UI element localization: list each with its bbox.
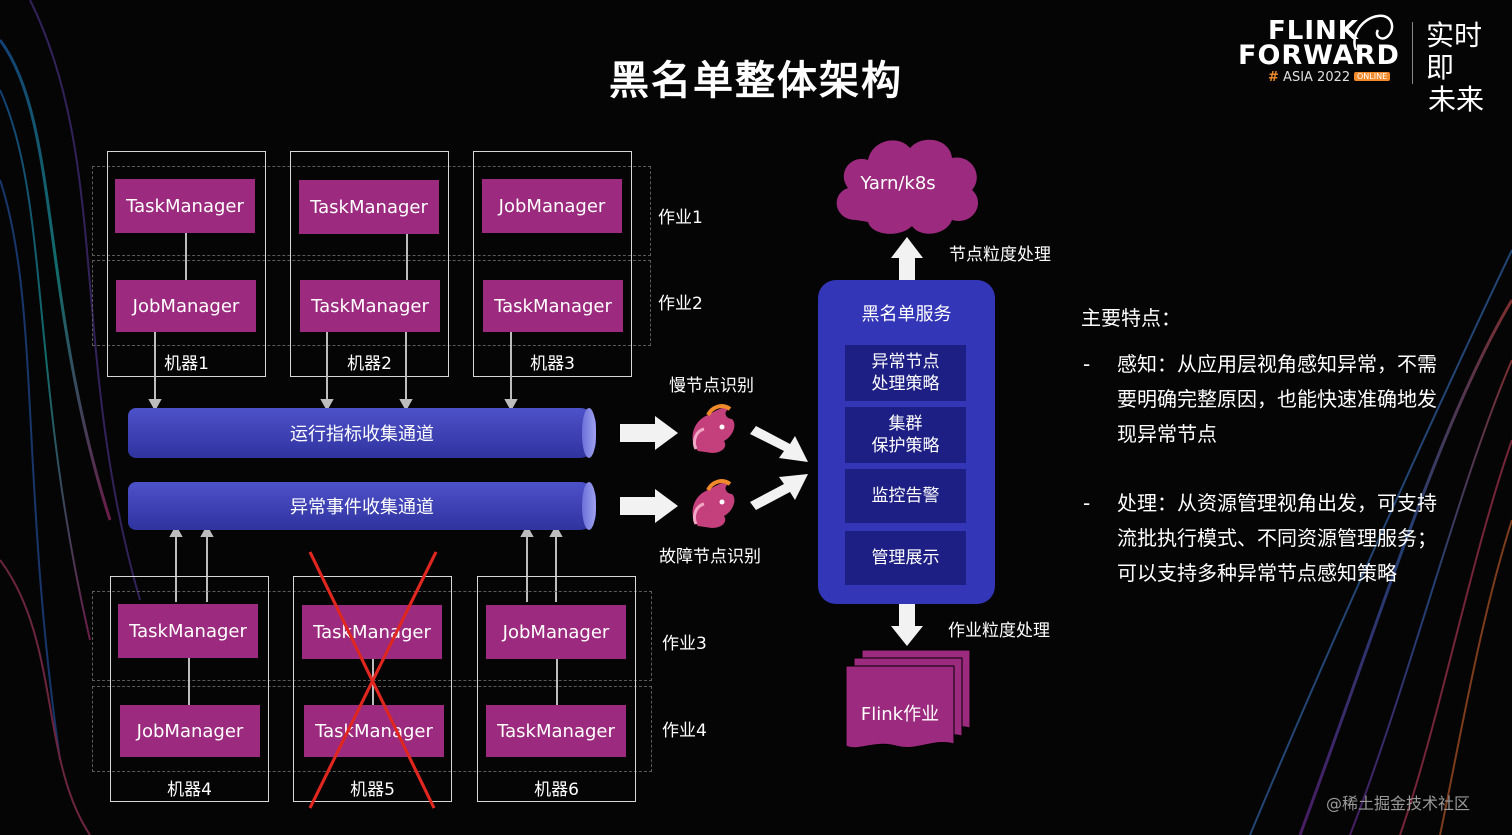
service-item-management: 管理展示	[845, 531, 966, 585]
metrics-pipe-label: 运行指标收集通道	[290, 424, 434, 445]
job-label: 作业1	[658, 208, 703, 228]
service-item-monitoring: 监控告警	[845, 469, 966, 523]
pipe-end-cap	[582, 482, 596, 530]
slow-node-detection-label: 慢节点识别	[669, 376, 754, 396]
job-band-1	[92, 166, 651, 256]
process-box-failed: TaskManager	[304, 705, 444, 757]
flink-squirrel-icon	[692, 479, 735, 528]
process-box: TaskManager	[300, 280, 440, 332]
blacklist-service-title: 黑名单服务	[861, 304, 952, 325]
metrics-collection-pipe: 运行指标收集通道	[128, 408, 596, 458]
link-line	[188, 657, 190, 705]
machine-label: 机器1	[164, 354, 209, 374]
link-line	[185, 232, 187, 280]
logo-hash: #	[1268, 70, 1279, 85]
squirrel-logo-icon	[1353, 14, 1394, 51]
feature-line: 感知：从应用层视角感知异常，不需	[1117, 352, 1437, 376]
service-item-line: 处理策略	[871, 374, 940, 394]
flink-squirrel-icon	[692, 404, 735, 453]
process-box: TaskManager	[483, 280, 623, 332]
logo-cn-line2: 未来	[1428, 83, 1485, 116]
machine-5	[293, 576, 452, 802]
service-item-line: 保护策略	[871, 436, 940, 456]
link-line	[556, 657, 558, 705]
service-item-node-policy: 异常节点处理策略	[845, 345, 966, 401]
job-label: 作业4	[662, 721, 707, 741]
page-title: 黑名单整体架构	[609, 58, 903, 104]
service-item-line: 集群	[888, 414, 923, 434]
logo-event: # ASIA 2022	[1268, 70, 1350, 85]
logo-chinese: 实时即 未来	[1426, 20, 1492, 116]
pipe-end-cap	[582, 408, 596, 458]
logo-cn-line1: 实时即	[1426, 19, 1483, 84]
watermark: @稀土掘金技术社区	[1326, 794, 1471, 813]
machine-label: 机器4	[167, 780, 212, 800]
events-pipe-label: 异常事件收集通道	[290, 497, 434, 518]
feature-dash: -	[1083, 352, 1091, 376]
link-line	[406, 232, 408, 280]
process-box: TaskManager	[299, 180, 439, 234]
cloud-label: Yarn/k8s	[860, 173, 936, 194]
feature-dash: -	[1083, 491, 1091, 515]
process-box-failed: TaskManager	[302, 605, 442, 659]
machine-label: 机器5	[350, 780, 395, 800]
job-band-2	[92, 260, 651, 346]
process-box: TaskManager	[118, 604, 258, 658]
logo-online-badge: ONLINE	[1354, 72, 1391, 81]
process-box: JobManager	[486, 605, 626, 659]
machine-label: 机器3	[530, 354, 575, 374]
flink-job-documents	[845, 649, 971, 749]
flink-job-label: Flink作业	[860, 704, 940, 725]
logo-line-flink: FLINK	[1268, 16, 1359, 46]
machine-1	[107, 151, 266, 377]
feature-item-perception: 感知：从应用层视角感知异常，不需 要明确完整原因，也能快速准确地发 现异常节点	[1117, 347, 1497, 452]
feature-line: 要明确完整原因，也能快速准确地发	[1117, 387, 1437, 411]
cloud-shape	[836, 139, 979, 234]
machine-label: 机器2	[347, 354, 392, 374]
machine-6	[477, 576, 636, 802]
service-item-cluster-policy: 集群保护策略	[845, 407, 966, 463]
job-level-handling-label: 作业粒度处理	[948, 621, 1050, 641]
flink-forward-logo: FLINK FORWARD # ASIA 2022 ONLINE 实时即 未来	[1236, 14, 1496, 116]
logo-event-name: ASIA 2022	[1283, 70, 1351, 85]
process-box: JobManager	[116, 280, 256, 332]
service-item-line: 异常节点	[871, 352, 940, 372]
logo-line-forward: FORWARD	[1238, 40, 1400, 71]
process-box: TaskManager	[486, 705, 626, 757]
feature-line: 流批执行模式、不同资源管理服务；	[1117, 526, 1437, 550]
node-level-handling-label: 节点粒度处理	[949, 245, 1051, 265]
feature-line: 可以支持多种异常节点感知策略	[1117, 561, 1397, 585]
process-box: JobManager	[482, 179, 622, 233]
machine-2	[290, 151, 449, 377]
machine-label: 机器6	[534, 780, 579, 800]
features-heading: 主要特点：	[1081, 306, 1181, 330]
feature-line: 处理：从资源管理视角出发，可支持	[1117, 491, 1437, 515]
logo-divider	[1412, 22, 1413, 84]
machine-3	[473, 151, 632, 377]
failure-cross-icon	[308, 551, 438, 809]
job-label: 作业3	[662, 634, 707, 654]
events-collection-pipe: 异常事件收集通道	[128, 482, 596, 530]
job-label: 作业2	[658, 294, 703, 314]
feature-item-handling: 处理：从资源管理视角出发，可支持 流批执行模式、不同资源管理服务； 可以支持多种…	[1117, 486, 1497, 591]
machine-4	[110, 576, 269, 802]
fault-node-detection-label: 故障节点识别	[659, 547, 761, 567]
feature-line: 现异常节点	[1117, 422, 1217, 446]
process-box: TaskManager	[115, 179, 255, 233]
process-box: JobManager	[120, 705, 260, 757]
